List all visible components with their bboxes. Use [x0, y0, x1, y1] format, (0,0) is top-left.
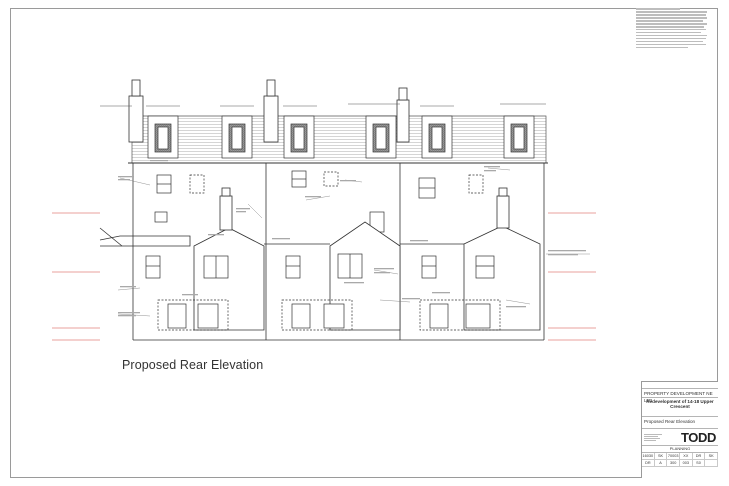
- grid-cell: 70003: [667, 453, 680, 460]
- drawing-number-grid: 16030 SK 70003 XX DR SK DR A 300 003 S0: [642, 453, 718, 467]
- drawing-status: PLANNING: [642, 446, 718, 453]
- grid-cell: 300: [667, 460, 680, 467]
- ground-floor-windows: [145, 253, 495, 279]
- dormer-1: [147, 115, 179, 159]
- grid-cell: S0: [692, 460, 706, 467]
- annotation-text-marks: [118, 160, 586, 317]
- lower-bay-windows: [157, 299, 501, 331]
- grid-cell: XX: [680, 453, 693, 460]
- dormer-5: [421, 115, 453, 159]
- upper-windows: [154, 170, 484, 233]
- title-cell: Proposed Rear Elevation: [642, 417, 718, 429]
- grid-cell: SK: [705, 453, 718, 460]
- chimneys: [128, 79, 410, 143]
- dormers: [147, 115, 535, 159]
- grid-cell: 16030: [642, 453, 655, 460]
- company-logo: TODD: [681, 429, 716, 445]
- general-notes: [636, 8, 710, 58]
- level-markers: [52, 212, 596, 341]
- drawing-title: Proposed Rear Elevation: [122, 358, 264, 372]
- company-row: TODD: [642, 429, 718, 446]
- grid-cell: DR: [692, 453, 706, 460]
- client-name: PROPERTY DEVELOPMENT NE LTD: [642, 389, 718, 403]
- project-cell: Redevelopment of 14-18 Upper Crescent: [642, 398, 718, 417]
- grid-cell: SK: [654, 453, 668, 460]
- title-block-drawing-title: Proposed Rear Elevation: [644, 419, 696, 424]
- title-block: PROPERTY DEVELOPMENT NE LTD Redevelopmen…: [641, 381, 718, 478]
- revision-row: [642, 382, 718, 389]
- dimension-lines: [100, 103, 546, 107]
- dormer-2: [221, 115, 253, 159]
- grid-cell: 003: [680, 460, 693, 467]
- dormer-6: [503, 115, 535, 159]
- dormer-3: [283, 115, 315, 159]
- grid-cell: [705, 460, 718, 467]
- grid-cell: A: [654, 460, 668, 467]
- main-roof: [128, 115, 548, 164]
- project-name: Redevelopment of 14-18 Upper Crescent: [646, 399, 714, 410]
- grid-cell: DR: [642, 460, 655, 467]
- company-address: [644, 433, 662, 442]
- dormer-4: [365, 115, 397, 159]
